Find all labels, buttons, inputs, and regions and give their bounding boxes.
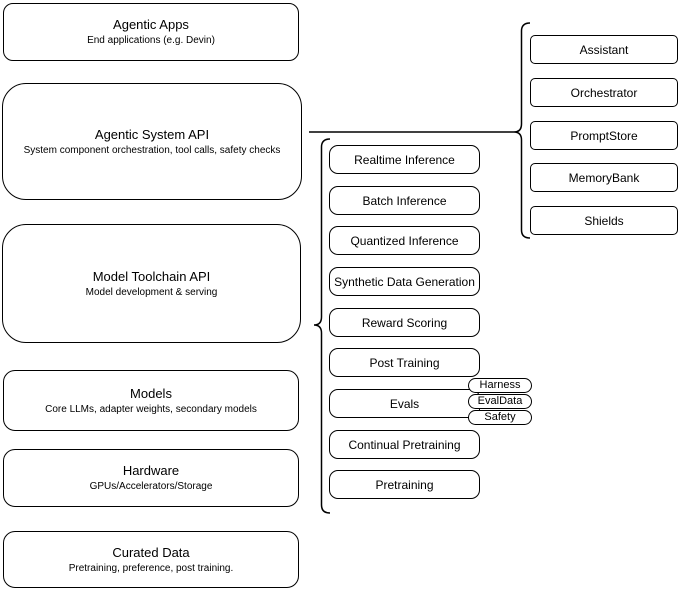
node-subtitle: End applications (e.g. Devin): [87, 35, 215, 46]
node-label: Realtime Inference: [354, 152, 455, 167]
node-assistant: Assistant: [530, 35, 678, 64]
node-title: Curated Data: [112, 544, 190, 560]
node-realtime-inference: Realtime Inference: [329, 145, 480, 174]
node-continual-pretraining: Continual Pretraining: [329, 430, 480, 459]
node-synthetic-data-generation: Synthetic Data Generation: [329, 267, 480, 296]
node-label: Post Training: [369, 355, 440, 370]
node-hardware: Hardware GPUs/Accelerators/Storage: [3, 449, 299, 507]
node-label: PromptStore: [570, 128, 638, 143]
tag-safety: Safety: [468, 410, 532, 425]
node-label: MemoryBank: [568, 170, 640, 185]
node-agentic-apps: Agentic Apps End applications (e.g. Devi…: [3, 3, 299, 61]
node-label: Assistant: [579, 42, 629, 57]
node-memorybank: MemoryBank: [530, 163, 678, 192]
tag-label: EvalData: [477, 395, 523, 407]
node-label: Shields: [584, 213, 624, 228]
node-subtitle: Model development & serving: [85, 286, 218, 298]
node-label: Reward Scoring: [361, 315, 448, 330]
node-subtitle: System component orchestration, tool cal…: [23, 144, 281, 156]
node-title: Models: [130, 385, 172, 401]
node-models: Models Core LLMs, adapter weights, secon…: [3, 370, 299, 431]
node-label: Evals: [389, 396, 420, 411]
node-subtitle: Core LLMs, adapter weights, secondary mo…: [45, 403, 257, 415]
toolchain-brace: [313, 138, 331, 514]
node-title: Hardware: [122, 463, 180, 478]
node-promptstore: PromptStore: [530, 121, 678, 150]
node-batch-inference: Batch Inference: [329, 186, 480, 215]
tag-harness: Harness: [468, 378, 532, 393]
node-title: Agentic System API: [94, 126, 210, 142]
node-subtitle: GPUs/Accelerators/Storage: [89, 481, 213, 492]
node-title: Model Toolchain API: [92, 268, 211, 284]
node-model-toolchain-api: Model Toolchain API Model development & …: [2, 224, 301, 343]
node-agentic-system-api: Agentic System API System component orch…: [2, 83, 302, 200]
tag-label: Safety: [484, 411, 516, 423]
node-pretraining: Pretraining: [329, 470, 480, 499]
node-post-training: Post Training: [329, 348, 480, 377]
node-shields: Shields: [530, 206, 678, 235]
node-evals: Evals: [329, 389, 480, 418]
node-label: Pretraining: [375, 477, 434, 492]
node-label: Orchestrator: [570, 85, 638, 100]
node-orchestrator: Orchestrator: [530, 78, 678, 107]
node-reward-scoring: Reward Scoring: [329, 308, 480, 337]
node-label: Quantized Inference: [350, 233, 459, 248]
system-components-brace: [513, 22, 531, 239]
node-label: Batch Inference: [362, 193, 447, 208]
tag-label: Harness: [479, 379, 521, 391]
node-curated-data: Curated Data Pretraining, preference, po…: [3, 531, 299, 588]
tag-evaldata: EvalData: [468, 394, 532, 409]
node-label: Continual Pretraining: [348, 437, 461, 452]
node-label: Synthetic Data Generation: [334, 274, 475, 289]
node-title: Agentic Apps: [113, 17, 189, 32]
node-quantized-inference: Quantized Inference: [329, 226, 480, 255]
node-subtitle: Pretraining, preference, post training.: [68, 562, 234, 574]
